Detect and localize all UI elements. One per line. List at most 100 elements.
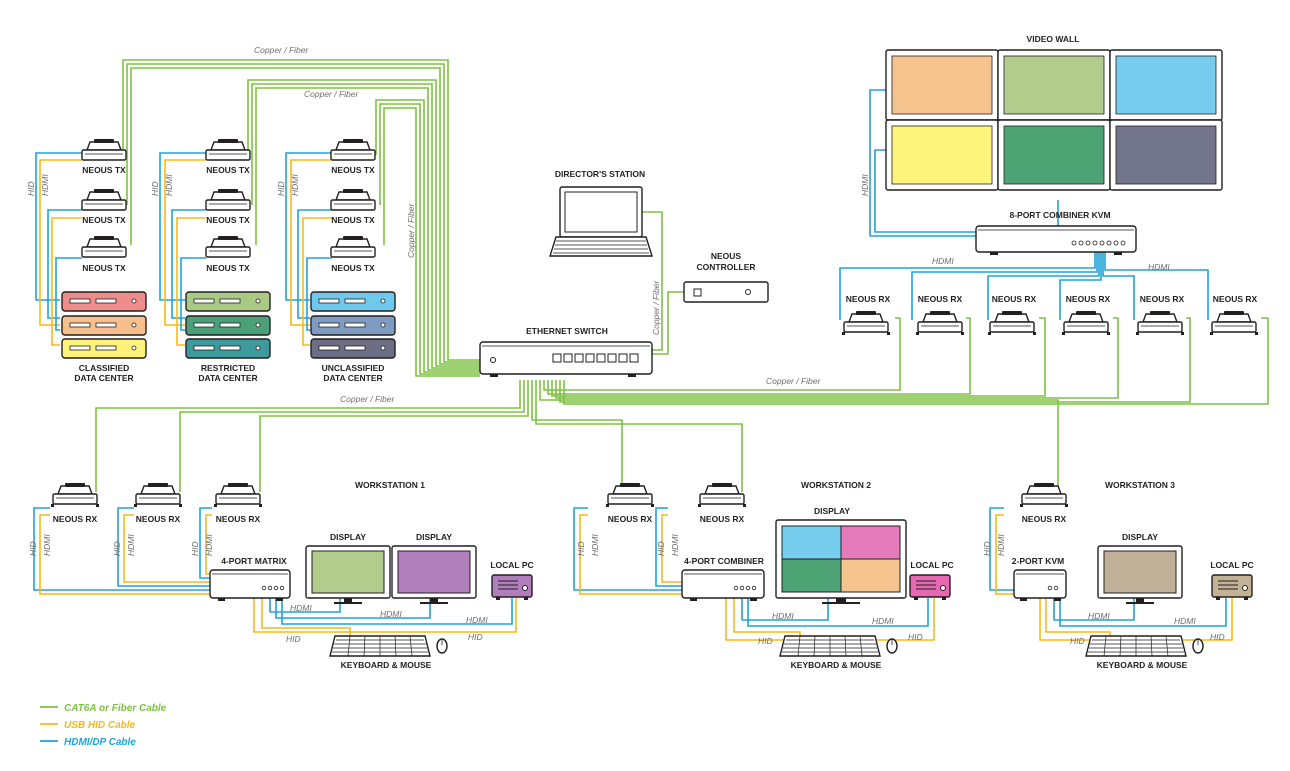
hdmi-label-ws3-d: HDMI: [1088, 611, 1110, 621]
video-wall-screen: [891, 55, 993, 115]
hdmi-label-ws2-d: HDMI: [772, 611, 794, 621]
hdmi-label-ws2-pc: HDMI: [872, 616, 894, 626]
video-wall-screen: [1003, 55, 1105, 115]
neous-rx-label: NEOUS RX: [1066, 294, 1111, 304]
copper-fiber-label-ws: Copper / Fiber: [340, 394, 395, 404]
hid-label-ws2-b: HID: [656, 541, 666, 556]
hid-label-ws1-kbd: HID: [286, 634, 301, 644]
hdmi-label-ws3-pc: HDMI: [1174, 616, 1196, 626]
data-center-label-line2: DATA CENTER: [74, 373, 133, 383]
neous-rx-label: NEOUS RX: [136, 514, 181, 524]
cable-labels: Copper / Fiber Copper / Fiber Copper / F…: [26, 45, 1225, 646]
hid-label-dc2: HID: [150, 181, 160, 196]
neous-rx-label: NEOUS RX: [700, 514, 745, 524]
data-center-label-line1: RESTRICTED: [201, 363, 255, 373]
legend-label: CAT6A or Fiber Cable: [64, 703, 167, 714]
classified-data-center: CLASSIFIED DATA CENTER: [61, 291, 147, 383]
workstation-3: WORKSTATION 3 NEOUS RX 2-PORT KVM DISPLA…: [1012, 480, 1254, 670]
neous-rx-label: NEOUS RX: [608, 514, 653, 524]
copper-fiber-label-mid: Copper / Fiber: [304, 89, 359, 99]
data-center-label-line1: UNCLASSIFIED: [322, 363, 385, 373]
hdmi-label-wall: HDMI: [860, 174, 870, 196]
neous-rx-w2: [915, 310, 965, 336]
keyboard-mouse-label: KEYBOARD & MOUSE: [791, 660, 882, 670]
neous-controller: NEOUS CONTROLLER: [683, 251, 769, 303]
hid-label-ws3-pc: HID: [1210, 632, 1225, 642]
unclassified-data-center: UNCLASSIFIED DATA CENTER: [310, 291, 396, 383]
neous-rx-label: NEOUS RX: [53, 514, 98, 524]
hid-label-ws1-c: HID: [190, 541, 200, 556]
hdmi-label-dc2: HDMI: [164, 174, 174, 196]
neous-tx-3a: [330, 138, 376, 161]
copper-fiber-label-director: Copper / Fiber: [651, 280, 661, 335]
restricted-data-center: RESTRICTED DATA CENTER: [185, 291, 271, 383]
copper-fiber-label-top: Copper / Fiber: [254, 45, 309, 55]
legend-item-cat6a: CAT6A or Fiber Cable: [40, 703, 167, 714]
video-wall-screen: [891, 125, 993, 185]
neous-tx-1a: [81, 138, 127, 161]
keyboard-mouse-label: KEYBOARD & MOUSE: [1097, 660, 1188, 670]
local-pc-label: LOCAL PC: [910, 560, 953, 570]
combiner-4port: [681, 569, 765, 599]
neous-rx-w5: [1135, 310, 1185, 336]
copper-fiber-label-rx: Copper / Fiber: [766, 376, 821, 386]
data-center-label-line2: DATA CENTER: [323, 373, 382, 383]
hdmi-label-ws1-d2: HDMI: [380, 609, 402, 619]
display-label: DISPLAY: [330, 532, 366, 542]
hid-label-ws2-a: HID: [576, 541, 586, 556]
hdmi-label-rx-right: HDMI: [1148, 262, 1170, 272]
hdmi-label-ws1-b: HDMI: [126, 534, 136, 556]
hid-label-ws3: HID: [982, 541, 992, 556]
neous-rx-w4: [1061, 310, 1111, 336]
hdmi-label-ws1-pc: HDMI: [466, 615, 488, 625]
hdmi-label-ws1-a: HDMI: [42, 534, 52, 556]
rx-units-video-wall: NEOUS RX NEOUS RX NEOUS RX NEOUS RX NEOU…: [841, 294, 1259, 336]
hdmi-label-rx-left: HDMI: [932, 256, 954, 266]
hdmi-label-ws2-b: HDMI: [670, 534, 680, 556]
matrix-4port: [209, 569, 291, 599]
keyboard-mouse-ws3: [1085, 635, 1204, 657]
legend-label: HDMI/DP Cable: [64, 737, 136, 748]
neous-tx-label: NEOUS TX: [206, 165, 250, 175]
neous-controller-label-2: CONTROLLER: [696, 262, 755, 272]
neous-tx-label: NEOUS TX: [206, 263, 250, 273]
workstation-label: WORKSTATION 2: [801, 480, 871, 490]
neous-tx-1c: [81, 235, 127, 258]
legend-item-hdmi-dp: HDMI/DP Cable: [40, 737, 136, 748]
local-pc-ws2: [909, 574, 951, 601]
neous-tx-2b: [205, 188, 251, 211]
neous-tx-label: NEOUS TX: [331, 215, 375, 225]
neous-tx-2a: [205, 138, 251, 161]
cables: [33, 59, 1269, 641]
neous-tx-label: NEOUS TX: [82, 215, 126, 225]
video-wall-screen: [1003, 125, 1105, 185]
neous-tx-3c: [330, 235, 376, 258]
neous-rx-ws3: [1019, 482, 1069, 508]
neous-tx-label: NEOUS TX: [331, 263, 375, 273]
tx-units: NEOUS TX NEOUS TX NEOUS TX NEOUS TX NEOU…: [81, 138, 376, 273]
local-pc-label: LOCAL PC: [490, 560, 533, 570]
matrix-4port-label: 4-PORT MATRIX: [221, 556, 287, 566]
copper-fiber-label-vertical: Copper / Fiber: [406, 203, 416, 258]
hid-label-ws1-b: HID: [112, 541, 122, 556]
hdmi-label-ws1-d1: HDMI: [290, 603, 312, 613]
legend-item-usb-hid: USB HID Cable: [40, 720, 136, 731]
workstation-2: WORKSTATION 2 NEOUS RX NEOUS RX 4-PORT C…: [605, 480, 954, 670]
data-center-label-line1: CLASSIFIED: [79, 363, 130, 373]
neous-tx-label: NEOUS TX: [206, 215, 250, 225]
kvm-2port-label: 2-PORT KVM: [1012, 556, 1064, 566]
kvm-2port: [1013, 569, 1067, 599]
neous-rx-label: NEOUS RX: [216, 514, 261, 524]
hdmi-label-dc3: HDMI: [290, 174, 300, 196]
neous-tx-label: NEOUS TX: [82, 165, 126, 175]
directors-station-label: DIRECTOR'S STATION: [555, 169, 645, 179]
neous-rx-w1: [841, 310, 891, 336]
ethernet-switch: ETHERNET SWITCH: [479, 326, 653, 377]
legend-label: USB HID Cable: [64, 720, 136, 731]
ethernet-switch-label: ETHERNET SWITCH: [526, 326, 608, 336]
legend: CAT6A or Fiber Cable USB HID Cable HDMI/…: [40, 703, 167, 748]
display-label: DISPLAY: [1122, 532, 1158, 542]
neous-rx-ws1-c: [213, 482, 263, 508]
combiner-8port-label: 8-PORT COMBINER KVM: [1009, 210, 1110, 220]
neous-tx-label: NEOUS TX: [331, 165, 375, 175]
